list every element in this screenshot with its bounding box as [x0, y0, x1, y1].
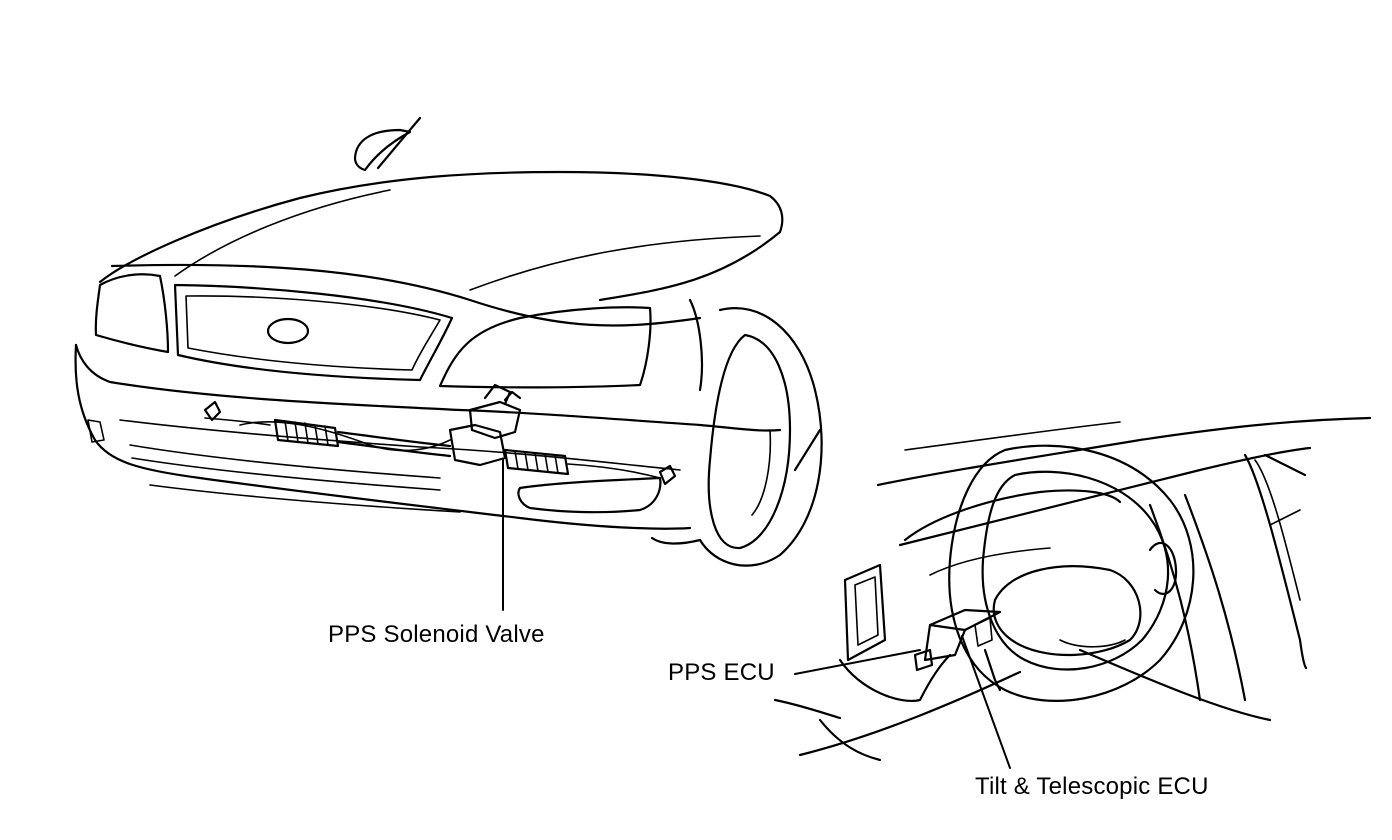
pps-solenoid-valve-label: PPS Solenoid Valve — [328, 621, 545, 648]
pps-ecu-label: PPS ECU — [668, 659, 775, 686]
interior-dashboard-illustration — [773, 416, 1372, 762]
tilt-telescopic-ecu-label: Tilt & Telescopic ECU — [975, 773, 1209, 800]
tilt-telescopic-ecu-leader — [961, 635, 1011, 769]
car-front-illustration — [74, 116, 823, 567]
pps-ecu-leader — [794, 649, 921, 675]
